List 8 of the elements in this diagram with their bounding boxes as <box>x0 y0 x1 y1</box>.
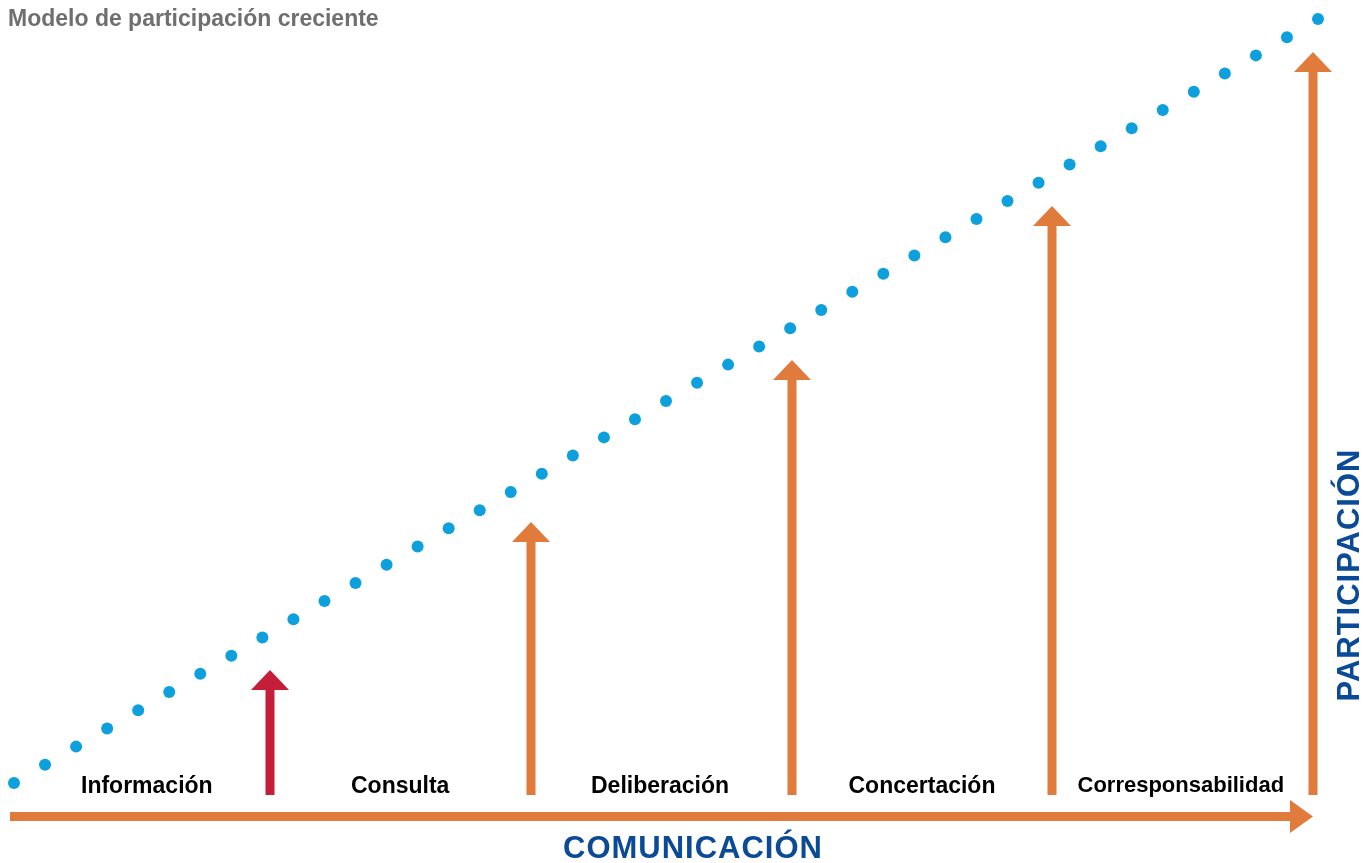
axis-label: PARTICIPACIÓN <box>1331 448 1364 702</box>
level-label: Concertación <box>848 771 996 799</box>
axis-label: COMUNICACIÓN <box>563 830 823 863</box>
level-label: Corresponsabilidad <box>1077 772 1285 798</box>
level-label: Consulta <box>351 771 450 799</box>
level-label: Deliberación <box>591 771 730 799</box>
level-label: Información <box>81 771 213 799</box>
diagram-title: Modelo de participación creciente <box>8 5 379 32</box>
